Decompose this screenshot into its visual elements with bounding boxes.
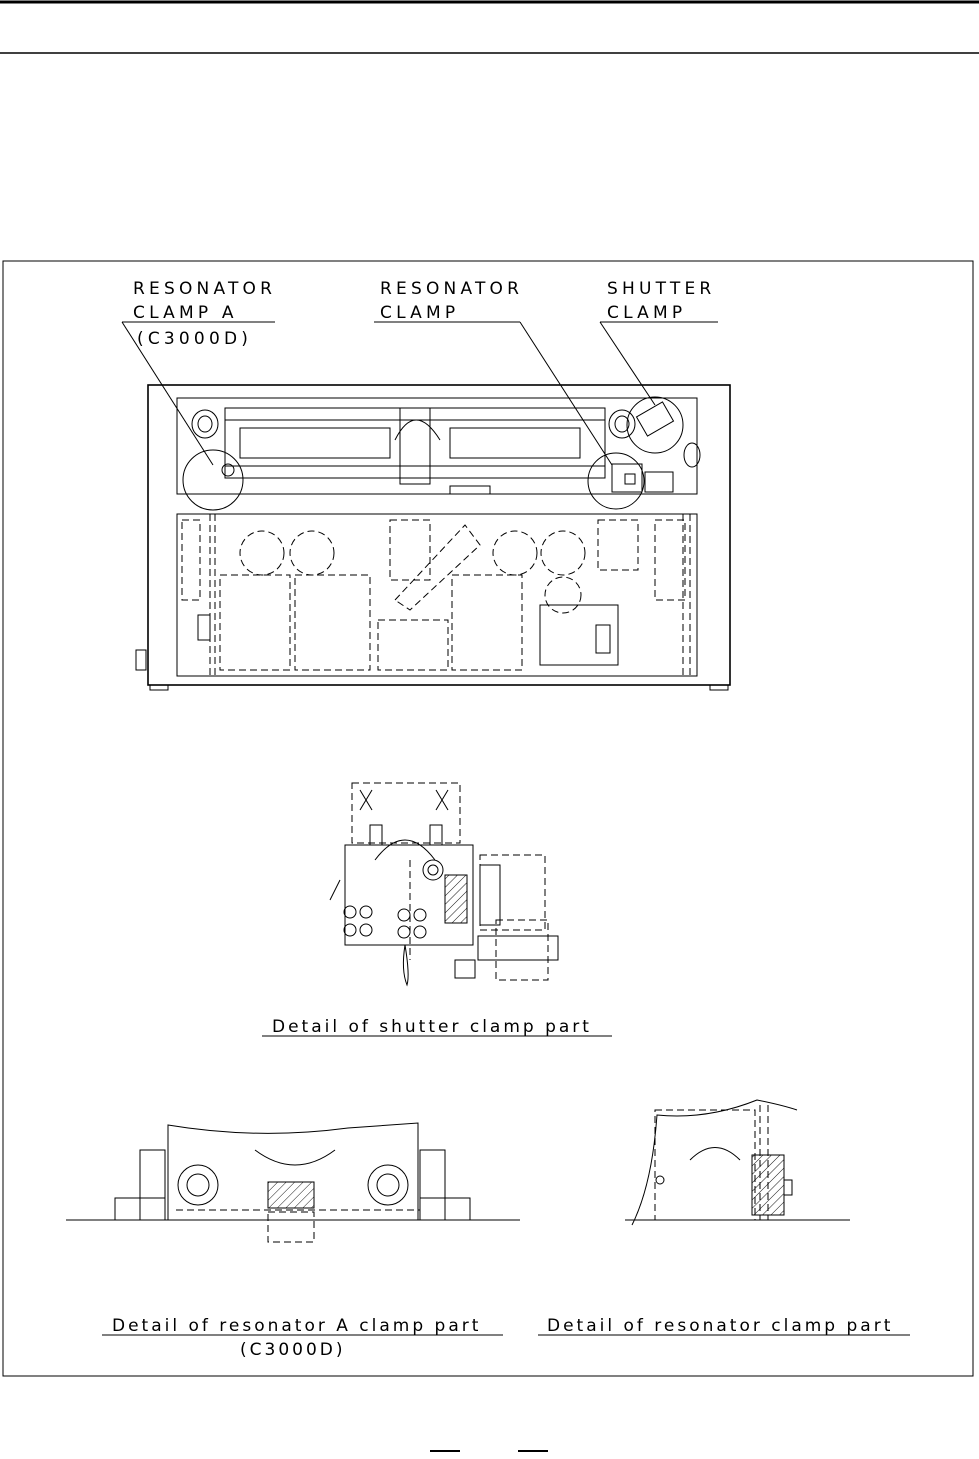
- label-resonator-clamp-line2: CLAMP: [380, 303, 459, 323]
- caption-resonator-clamp-detail: Detail of resonator clamp part: [547, 1316, 893, 1336]
- caption-resonator-a-clamp-detail: Detail of resonator A clamp part: [112, 1316, 481, 1336]
- label-resonator-clamp-a-line1: RESONATOR: [133, 279, 276, 299]
- label-shutter-clamp-line2: CLAMP: [607, 303, 686, 323]
- label-resonator-clamp-a: RESONATOR CLAMP A (C3000D): [122, 279, 276, 465]
- label-shutter-clamp-line1: SHUTTER: [607, 279, 715, 299]
- resonator-clamp-detail-drawing: [625, 1100, 850, 1225]
- caption-shutter-clamp-detail: Detail of shutter clamp part: [272, 1017, 592, 1037]
- label-shutter-clamp: SHUTTER CLAMP: [600, 279, 718, 405]
- header-rules: [0, 2, 979, 53]
- label-resonator-clamp-a-line3: (C3000D): [137, 329, 252, 349]
- label-resonator-clamp: RESONATOR CLAMP: [374, 279, 612, 465]
- label-resonator-clamp-a-line2: CLAMP A: [133, 303, 238, 323]
- resonator-a-clamp-detail-drawing: [66, 1123, 520, 1242]
- label-resonator-clamp-line1: RESONATOR: [380, 279, 523, 299]
- shutter-clamp-detail-drawing: [330, 783, 558, 985]
- machine-overview-drawing: [136, 385, 730, 690]
- caption-resonator-a-model: (C3000D): [240, 1340, 346, 1360]
